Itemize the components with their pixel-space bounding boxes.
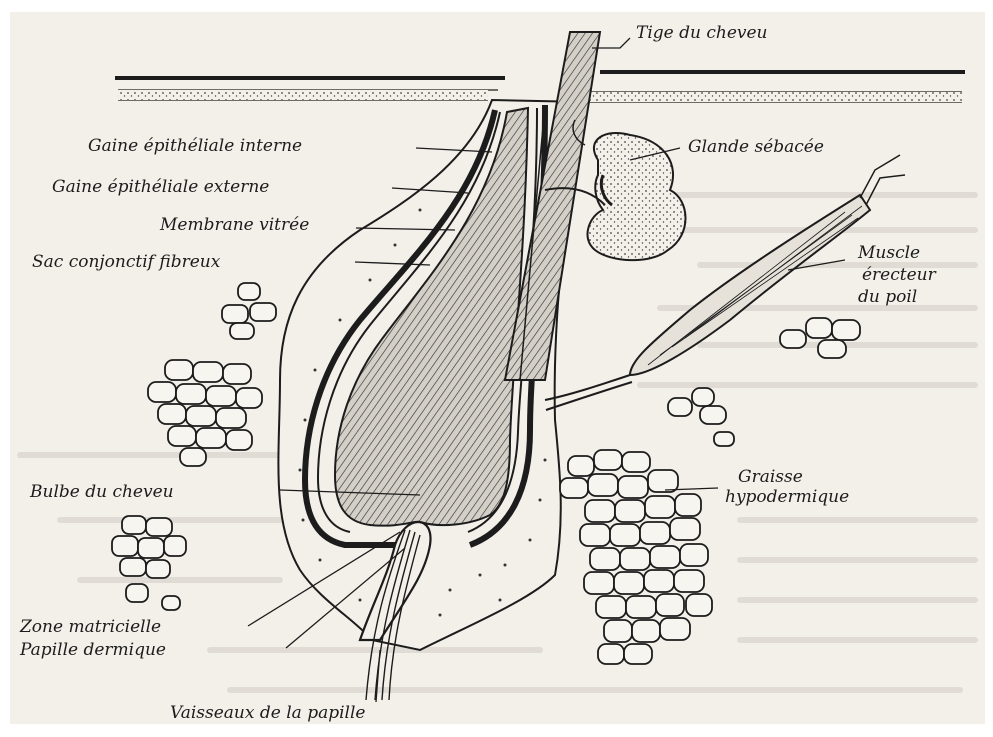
- label-graisse: Graisse: [738, 467, 803, 487]
- label-zone-matricielle: Zone matricielle: [19, 617, 161, 637]
- label-muscle: Muscle: [857, 243, 920, 263]
- label-membrane-vitree: Membrane vitrée: [159, 215, 309, 235]
- label-glande-sebacee: Glande sébacée: [688, 137, 824, 157]
- label-bulbe-du-cheveu: Bulbe du cheveu: [29, 482, 174, 502]
- label-hypodermique: hypodermique: [725, 487, 849, 507]
- label-du-poil: du poil: [858, 287, 917, 307]
- label-sac-conjonctif-fibreux: Sac conjonctif fibreux: [32, 252, 221, 272]
- label-erecteur: érecteur: [862, 265, 937, 285]
- label-gaine-epitheliale-externe: Gaine épithéliale externe: [52, 177, 269, 197]
- label-vaisseaux-de-la-papille: Vaisseaux de la papille: [170, 703, 365, 723]
- label-tige-du-cheveu: Tige du cheveu: [636, 23, 768, 43]
- label-papille-dermique: Papille dermique: [19, 640, 166, 660]
- label-gaine-epitheliale-interne: Gaine épithéliale interne: [88, 136, 302, 156]
